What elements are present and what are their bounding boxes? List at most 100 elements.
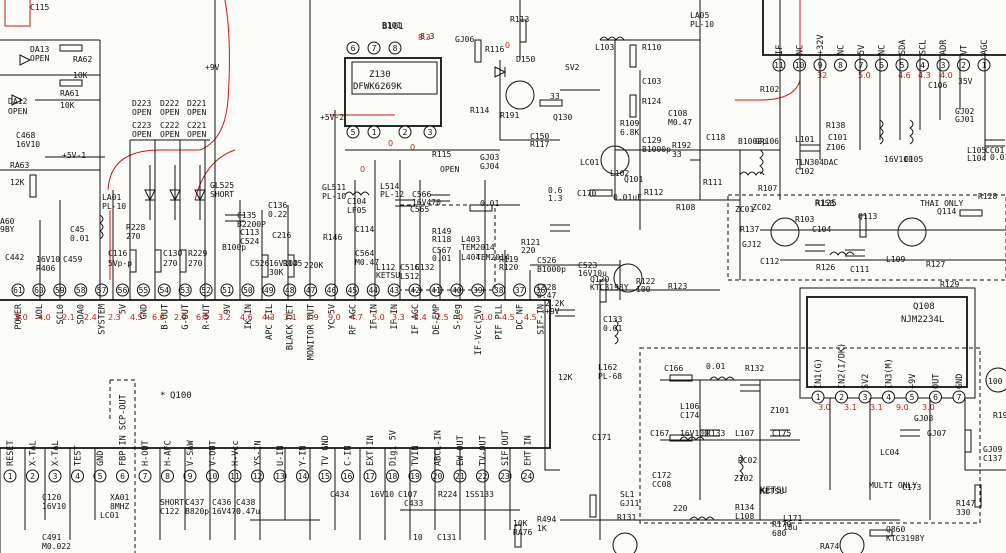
q100-pin-number: 2 <box>30 472 35 481</box>
component-label: 1.3 <box>548 194 563 203</box>
component-label: R149 <box>432 227 451 236</box>
component-label: C108 <box>668 109 687 118</box>
component-label: 270 <box>126 232 141 241</box>
component-label: Z106 <box>826 143 845 152</box>
svg-text:*: * <box>160 391 165 401</box>
component-label: B1000p <box>642 145 671 154</box>
diode-d222 <box>169 189 181 202</box>
component-label: R124 <box>642 97 661 106</box>
component-label: C442 <box>5 253 24 262</box>
component-label: R108 <box>676 203 695 212</box>
voltage-value: 0 <box>458 313 463 322</box>
component-label: +5V-2 <box>320 113 344 122</box>
component-label: +5V-1 <box>62 151 86 160</box>
transistor-q103 <box>985 367 1006 393</box>
q100-pin-number: 54 <box>159 286 169 295</box>
q100-pin-number: 44 <box>368 286 378 295</box>
q100-pin-label: DE-EMP <box>432 304 442 335</box>
component-label: R406 <box>36 264 55 273</box>
component-label: C564 <box>355 249 374 258</box>
component-label: R118 <box>432 235 451 244</box>
component-label: SHORT <box>160 498 184 507</box>
q100-pin-label: X-TAL <box>51 440 61 466</box>
component-label: PL-68 <box>598 372 622 381</box>
voltage-value: 4.3 <box>262 313 275 322</box>
q108-pin-5 <box>905 390 919 404</box>
component-label: OPEN <box>8 107 27 116</box>
component-label: C114 <box>355 225 374 234</box>
connector-voltage: 4.6 <box>898 71 911 80</box>
voltage-value: 5.0 <box>372 313 385 322</box>
q100-pin-label: C-IN <box>344 446 354 466</box>
component-label: 16V470 <box>412 198 441 207</box>
voltage-value: 8.3 <box>418 33 431 42</box>
q100-pin-19 <box>408 469 422 483</box>
component-label: R145 <box>283 259 302 268</box>
connector-pin-label: VT <box>960 45 970 55</box>
q100-pin-number: 57 <box>97 286 107 295</box>
component-label: 16V10u <box>578 269 607 278</box>
q108-pin-6 <box>929 390 942 404</box>
component-label: R120 <box>499 263 518 272</box>
component-label: A60 <box>0 217 15 226</box>
component-label: SHORT <box>210 190 234 199</box>
component-label: 16V100 <box>884 155 913 164</box>
transistors <box>505 80 1006 553</box>
connector-pin-label: +32V <box>816 35 826 55</box>
q100-pin-18 <box>386 469 399 483</box>
component-label: KETSU <box>760 487 784 496</box>
ic-q108-part: NJM2234L <box>901 315 944 325</box>
component-label: R146 <box>323 233 342 242</box>
q100-pin-label: R-OUT <box>202 304 212 330</box>
component-label: 1K <box>537 524 547 533</box>
q108-pin-3 <box>858 390 872 404</box>
q108-pin-number: 7 <box>957 393 962 402</box>
component-label: 8.3 <box>420 32 435 41</box>
connector-pin-number: 2 <box>961 61 966 70</box>
connector-voltage: 4.3 <box>918 71 931 80</box>
component-label: C526 <box>250 259 269 268</box>
voltage-value: 2.1 <box>62 313 75 322</box>
q100-pin-number: 12 <box>253 472 263 481</box>
component-label: C135 <box>237 211 256 220</box>
component-label: L404 <box>461 253 480 262</box>
component-label: C565 <box>410 205 429 214</box>
inductors <box>99 36 914 521</box>
saw-pin-2 <box>398 125 412 139</box>
component-label: TLN304DAC <box>795 158 839 167</box>
component-label: OPEN <box>187 108 206 117</box>
component-label: R102 <box>760 85 779 94</box>
q100-pin-number: 5 <box>98 472 103 481</box>
q100-pin-label: GND <box>139 304 149 319</box>
q100-pin-54 <box>157 283 171 297</box>
q100-pin-47 <box>304 283 318 297</box>
component-label: R109 <box>620 119 639 128</box>
component-label: RC02 <box>738 456 757 465</box>
q100-pin-51 <box>220 283 234 297</box>
component-label: C170 <box>577 189 596 198</box>
voltage-value: 0 <box>410 143 415 152</box>
connector-pin-number: 8 <box>838 61 843 70</box>
component-label: 16V10 <box>36 255 60 264</box>
component-label: SL1 <box>620 490 635 499</box>
q100-pin-1 <box>3 469 17 483</box>
component-label: Q860 <box>886 525 905 534</box>
component-label: KETSU <box>376 271 400 280</box>
multi-only-label: KETSU <box>760 486 787 496</box>
component-label: RA63 <box>10 161 29 170</box>
voltage-value: 4.5 <box>524 313 537 322</box>
q100-pin-23 <box>498 469 512 483</box>
connector-pin-label: AGC <box>980 40 990 55</box>
saw-pin-3 <box>423 125 437 139</box>
component-label: PL-12 <box>380 190 404 199</box>
component-label: C129 <box>642 136 661 145</box>
component-label: C113 <box>240 228 259 237</box>
q100-pin-number: 53 <box>180 286 190 295</box>
component-label: C120 <box>42 493 61 502</box>
component-label: R127 <box>926 260 945 269</box>
q100-pin-61 <box>11 283 25 297</box>
component-label: L107 <box>735 429 754 438</box>
component-label: 0.47u <box>236 507 260 516</box>
passives <box>29 19 1005 548</box>
component-label: L162 <box>598 363 617 372</box>
